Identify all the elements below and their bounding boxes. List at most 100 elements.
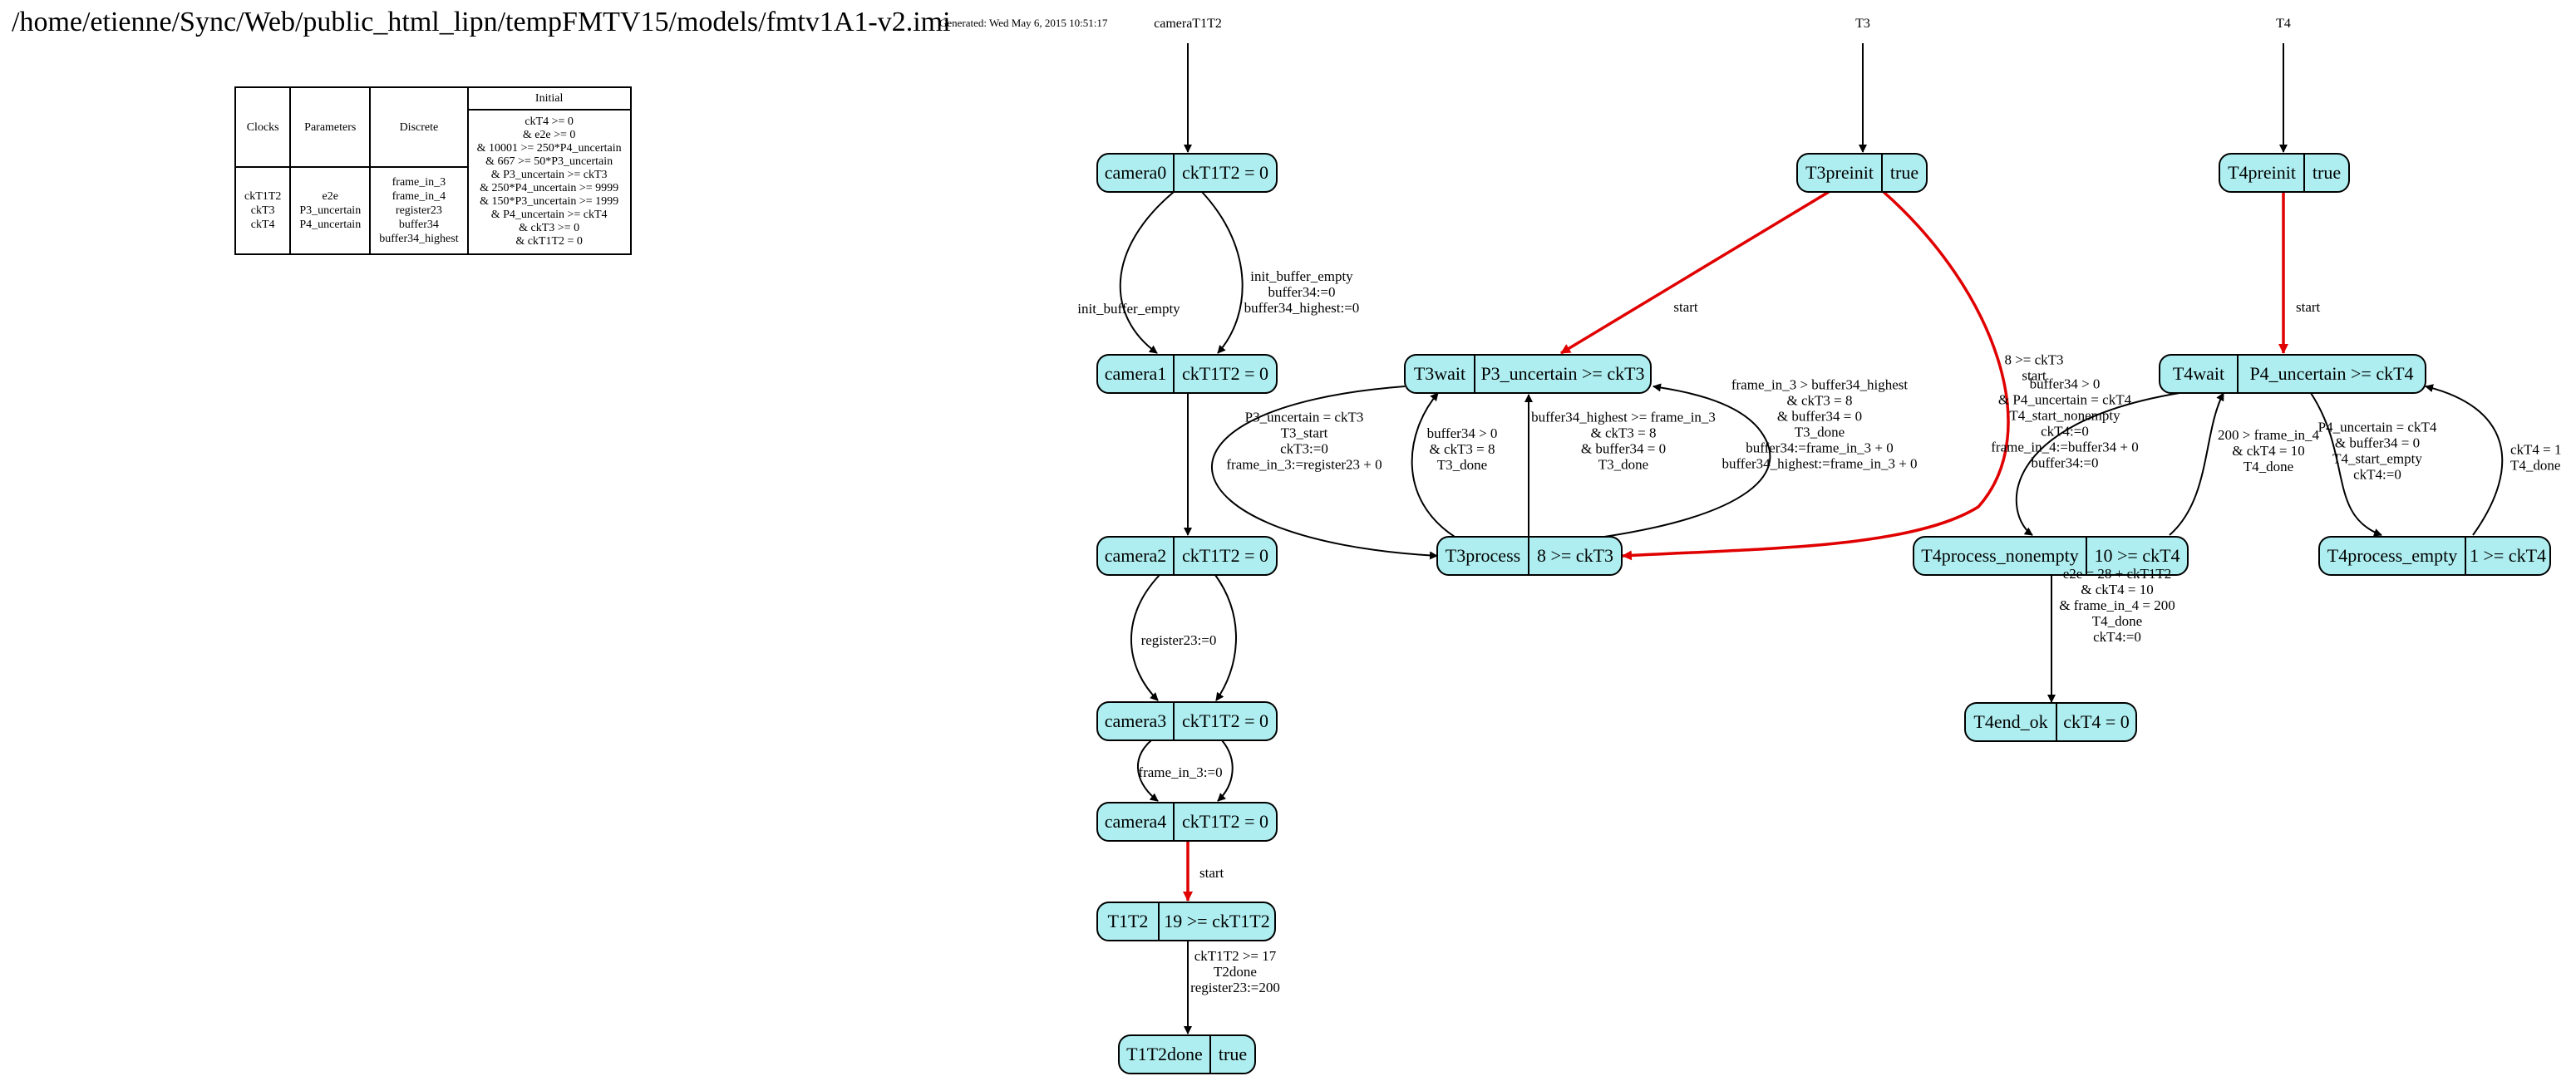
state-invariant: 19 >= ckT1T2: [1164, 911, 1269, 931]
edge-label-line: & buffer34 = 0: [1581, 441, 1666, 457]
state-box: [1096, 701, 1278, 741]
initial-constraint: ckT4 >= 0 & e2e >= 0 & 10001 >= 250*P4_u…: [466, 109, 632, 255]
edge-e-t3proc-wait-a: [1411, 392, 1455, 538]
discrete-list: frame_in_3 frame_in_4 register23 buffer3…: [369, 166, 469, 255]
edge-e-nonempty-wait: [2169, 392, 2224, 536]
state-invariant: ckT1T2 = 0: [1182, 545, 1268, 566]
edge-label-e-t4pre-wait: start: [2296, 299, 2321, 315]
state-invariant: ckT4 = 0: [2063, 711, 2130, 732]
model-info-table: Clocks Parameters Discrete Initial ckT4 …: [234, 86, 632, 255]
edge-label-line: ckT1T2 >= 17: [1194, 948, 1277, 964]
edge-label-line: start: [2022, 368, 2047, 384]
state-invariant: true: [1219, 1044, 1247, 1064]
state-name: T4preinit: [2228, 162, 2296, 183]
edge-label-line: frame_in_3 > buffer34_highest: [1731, 377, 1909, 393]
edge-label-e-c2-c3-a: register23:=0: [1141, 632, 1217, 648]
edge-e-c2-c3-b: [1214, 574, 1237, 701]
edge-label-line: buffer34:=frame_in_3 + 0: [1746, 440, 1893, 456]
edge-label-line: frame_in_3:=register23 + 0: [1226, 457, 1382, 473]
edge-e-t4wait-nonempty: [2015, 392, 2180, 536]
edge-label-line: ckT3:=0: [1280, 441, 1328, 457]
edge-label-line: T4_start_empty: [2332, 451, 2422, 467]
state-box: [1096, 902, 1276, 941]
clocks-header: Clocks: [234, 86, 292, 169]
state-invariant: 1 >= ckT4: [2470, 545, 2546, 566]
edge-label-e-c4-t1t2: start: [1199, 865, 1224, 881]
edge-label-line: buffer34 > 0: [1427, 425, 1498, 441]
state-T4end_ok: T4end_ok ckT4 = 0: [1964, 702, 2137, 742]
edge-label-line: P3_uncertain = ckT3: [1245, 410, 1364, 425]
state-box: [1096, 536, 1278, 576]
edge-label-line: T4_done: [2092, 613, 2142, 629]
state-camera2: camera2 ckT1T2 = 0: [1096, 536, 1278, 576]
edge-label-line: buffer34 > 0: [2030, 376, 2101, 392]
state-box: [2318, 536, 2551, 576]
edge-label-line: T3_done: [1598, 457, 1648, 473]
automaton-label-T4: T4: [2276, 17, 2291, 31]
edge-label-line: T4_done: [2510, 458, 2560, 474]
state-box: [2219, 153, 2350, 193]
state-invariant: P3_uncertain >= ckT3: [1480, 363, 1644, 384]
edge-label-e-nonempty-end: e2e = 28 + ckT1T2& ckT4 = 10& frame_in_4…: [2059, 566, 2175, 645]
edge-label-e-c0-c1-a: init_buffer_empty: [1077, 301, 1180, 317]
state-invariant: ckT1T2 = 0: [1182, 363, 1268, 384]
edge-e-c3-c4-a: [1136, 740, 1159, 802]
state-box: [1913, 536, 2189, 576]
state-name: T3process: [1446, 545, 1520, 566]
page-title: /home/etienne/Sync/Web/public_html_lipn/…: [12, 7, 951, 37]
edge-label-line: buffer34_highest:=frame_in_3 + 0: [1721, 456, 1917, 472]
parameters-header: Parameters: [289, 86, 372, 169]
state-name: T1T2done: [1126, 1044, 1203, 1064]
edge-label-e-t3proc-wait-b: buffer34_highest >= frame_in_3& ckT3 = 8…: [1531, 410, 1716, 473]
edge-label-line: P4_uncertain = ckT4: [2318, 420, 2437, 435]
edge-e-c0-c1-b: [1201, 191, 1244, 354]
edge-label-line: ckT4 = 1: [2510, 442, 2562, 458]
edge-label-e-t3proc-wait-c: frame_in_3 > buffer34_highest& ckT3 = 8&…: [1721, 377, 1917, 472]
edge-label-line: & ckT4 = 10: [2232, 443, 2305, 459]
edge-label-line: ckT4:=0: [2353, 467, 2401, 483]
state-invariant: 10 >= ckT4: [2094, 545, 2180, 566]
state-box: [1404, 354, 1652, 394]
edge-label-line: frame_in_3:=0: [1138, 764, 1222, 780]
state-invariant: ckT1T2 = 0: [1182, 811, 1268, 832]
edge-e-c0-c1-a: [1119, 191, 1175, 354]
automaton-label-T3: T3: [1855, 17, 1870, 31]
edge-label-line: frame_in_4:=buffer34 + 0: [1991, 440, 2138, 455]
state-name: camera2: [1105, 545, 1167, 566]
edge-label-e-t3pre-wait: start: [1673, 299, 1698, 315]
edge-label-line: register23:=0: [1141, 632, 1217, 648]
state-T4preinit: T4preinit true: [2219, 153, 2350, 193]
edge-label-line: ckT4:=0: [2093, 629, 2141, 645]
edge-e-c3-c4-b: [1217, 740, 1234, 802]
edge-label-line: start: [1673, 299, 1698, 315]
edge-label-line: T4_start_nonempty: [2009, 408, 2120, 424]
edge-label-line: register23:=200: [1190, 980, 1280, 995]
state-name: T4end_ok: [1973, 711, 2047, 732]
edge-label-line: & frame_in_4 = 200: [2059, 597, 2175, 613]
edge-label-line: 200 > frame_in_4: [2218, 427, 2319, 443]
edge-e-c2-c3-a: [1130, 574, 1160, 701]
edge-label-line: buffer34_highest >= frame_in_3: [1531, 410, 1716, 425]
state-name: camera3: [1105, 710, 1167, 731]
edge-label-line: & ckT3 = 8: [1787, 393, 1853, 409]
state-invariant: ckT1T2 = 0: [1182, 710, 1268, 731]
edge-label-line: start: [1199, 865, 1224, 881]
edge-label-line: & ckT3 = 8: [1430, 441, 1495, 457]
edge-label-e-c3-c4-a: frame_in_3:=0: [1138, 764, 1222, 780]
edge-label-line: T2done: [1214, 964, 1257, 980]
parameters-list: e2e P3_uncertain P4_uncertain: [289, 166, 372, 255]
state-invariant: true: [2312, 162, 2341, 183]
edge-e-t3pre-wait: [1560, 190, 1830, 355]
